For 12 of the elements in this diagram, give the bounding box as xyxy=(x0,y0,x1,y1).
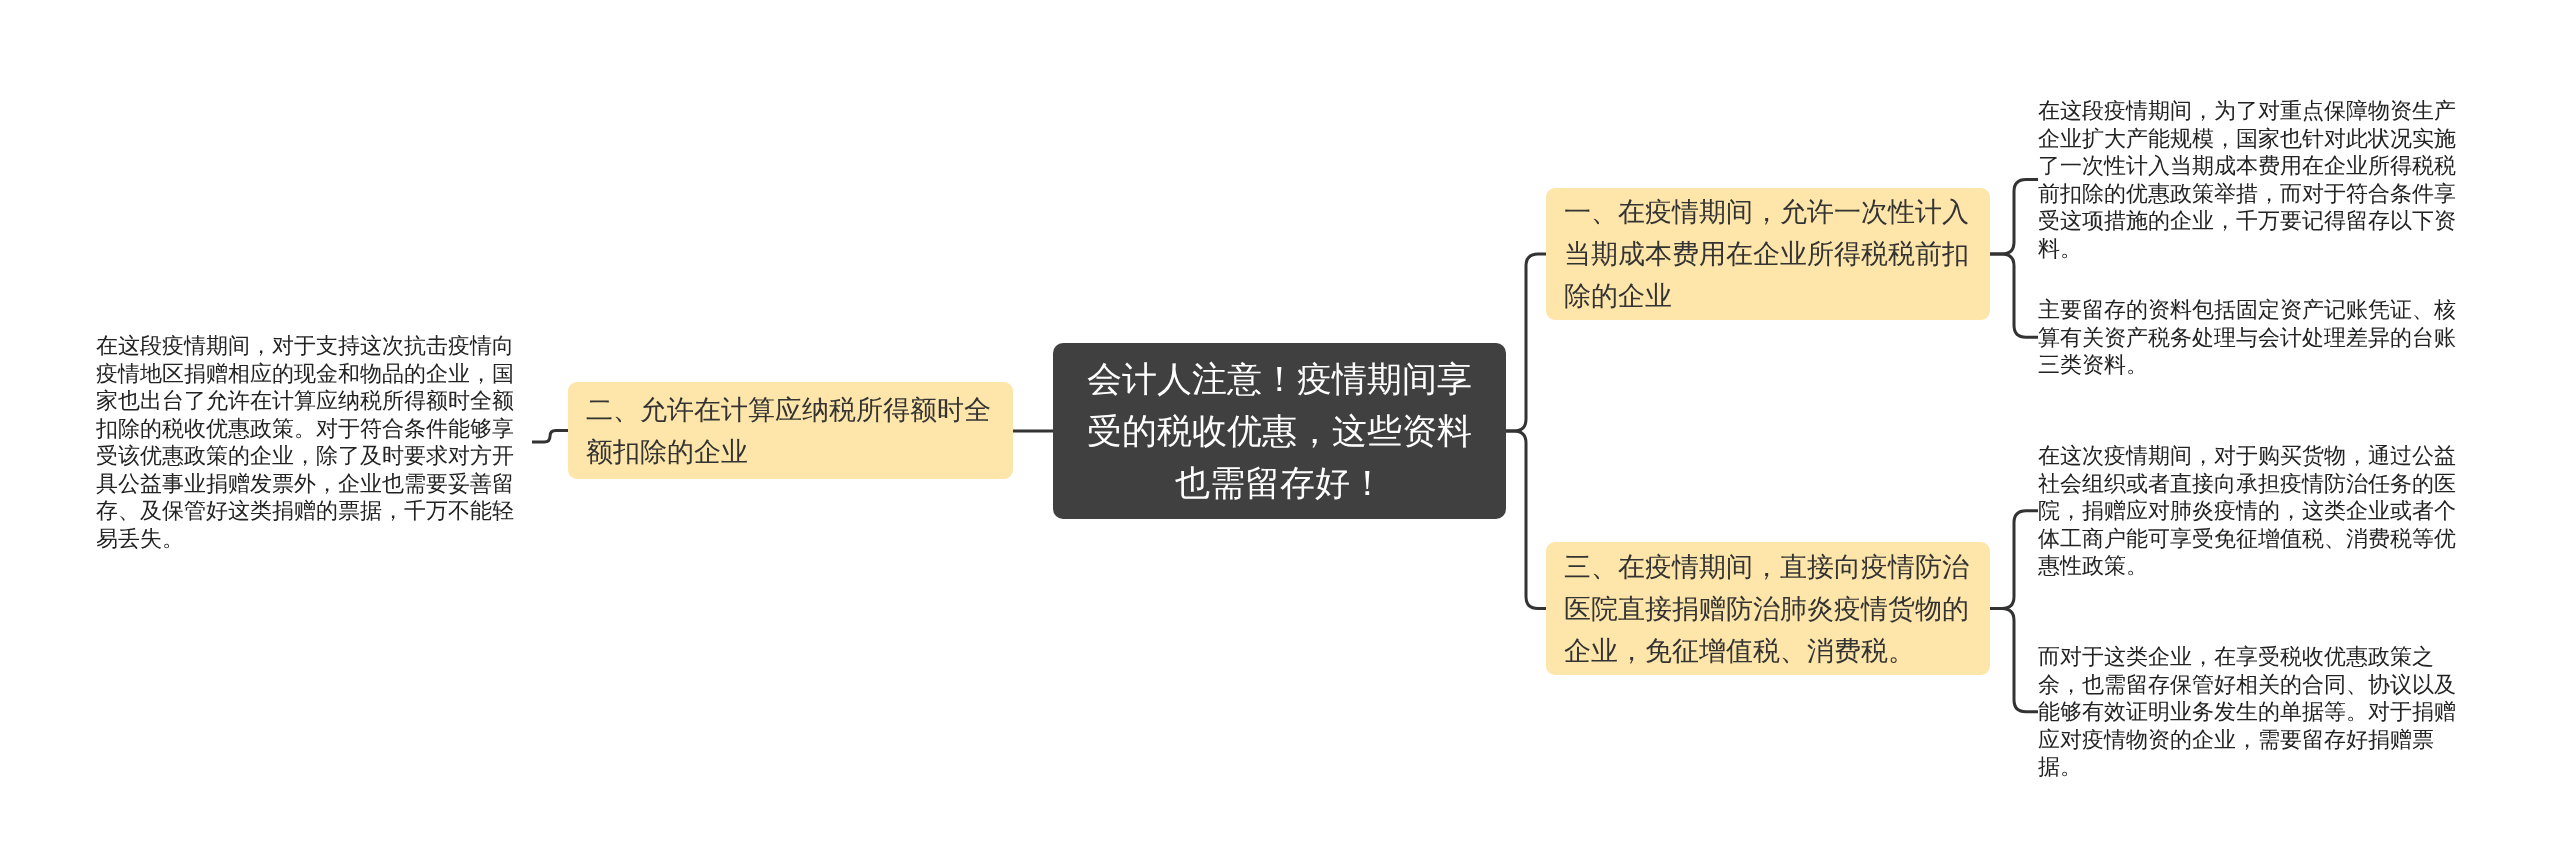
note-text: 而对于这类企业，在享受税收优惠政策之余，也需留存保管好相关的合同、协议以及能够有效证明业务发生的单据等。对于捐赠应对疫情物资的企业，需要留存好捐赠票据。 xyxy=(2038,643,2474,781)
note-text: 在这段疫情期间，对于支持这次抗击疫情向疫情地区捐赠相应的现金和物品的企业，国家也出台了允许在计算应纳税所得额时全额扣除的税收优惠政策。对于符合条件能够享受该优惠政策的企业，除了及时要求对方开具公益事业捐赠发票外，企业也需要妥善留存、及保管好这类捐赠的票据，千万不能轻易丢失。 xyxy=(96,332,532,552)
note-text: 在这次疫情期间，对于购买货物，通过公益社会组织或者直接向承担疫情防治任务的医院，捐赠应对肺炎疫情的，这类企业或者个体工商户能可享受免征增值税、消费税等优惠性政策。 xyxy=(2038,442,2474,580)
connector-line xyxy=(1506,429,1546,610)
topic-box: 三、在疫情期间，直接向疫情防治医院直接捐赠防治肺炎疫情货物的企业，免征增值税、消费税。 xyxy=(1546,542,1990,675)
topic-box: 二、允许在计算应纳税所得额时全额扣除的企业 xyxy=(568,382,1013,479)
connector-line xyxy=(1013,429,1053,433)
connector-line xyxy=(532,429,568,444)
note-text: 在这段疫情期间，为了对重点保障物资生产企业扩大产能规模，国家也针对此状况实施了一次性计入当期成本费用在企业所得税税前扣除的优惠政策举措，而对于符合条件享受这项措施的企业，千万要记得留存以下资料。 xyxy=(2038,97,2474,262)
note-text: 主要留存的资料包括固定资产记账凭证、核算有关资产税务处理与会计处理差异的台账三类资料。 xyxy=(2038,296,2474,379)
topic-box: 一、在疫情期间，允许一次性计入当期成本费用在企业所得税税前扣除的企业 xyxy=(1546,188,1990,320)
central-topic-box: 会计人注意！疫情期间享受的税收优惠，这些资料也需留存好！ xyxy=(1053,343,1506,519)
